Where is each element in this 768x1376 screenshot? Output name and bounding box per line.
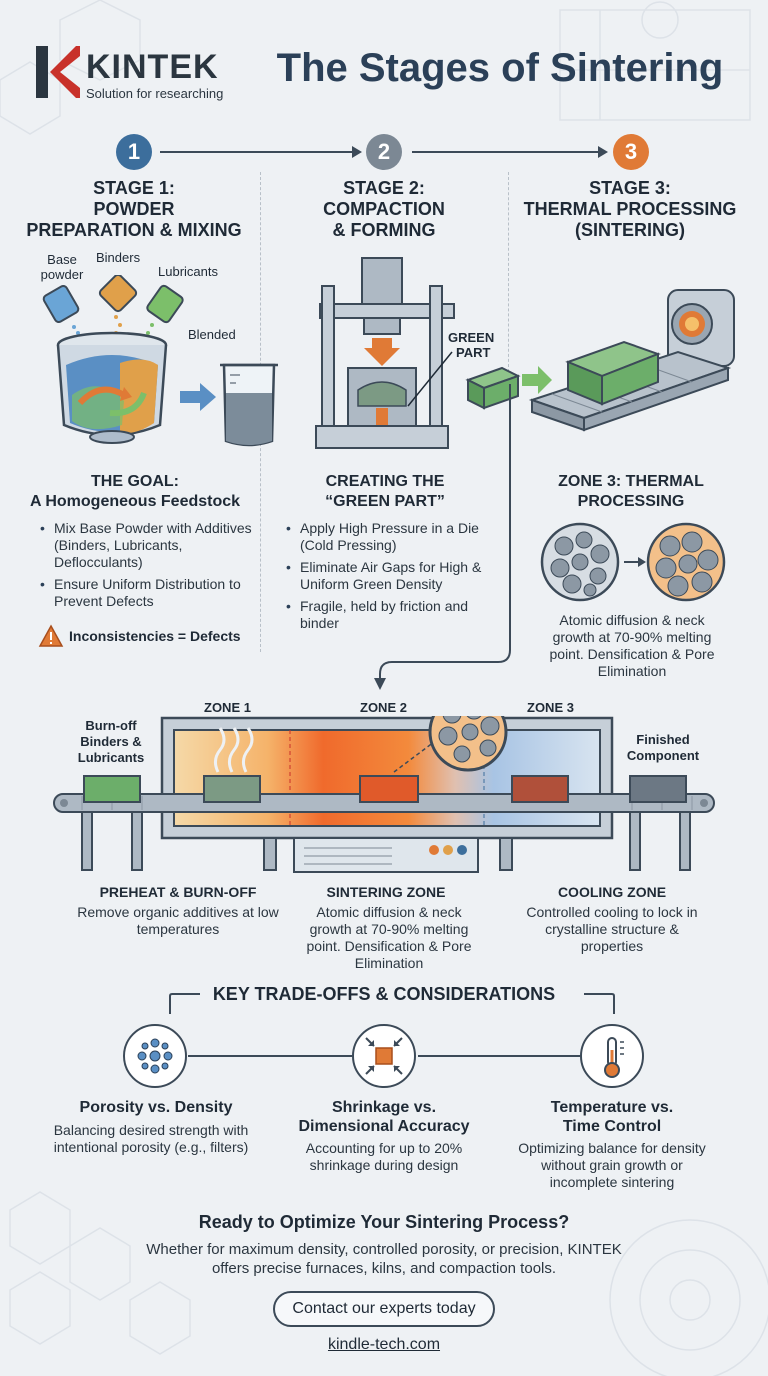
stage-3-badge: 3 [613, 134, 649, 170]
warning-text: Inconsistencies = Defects [69, 628, 241, 644]
tradeoff-3-desc: Optimizing balance for density without g… [518, 1140, 706, 1190]
sintering-furnace-illustration [53, 716, 715, 873]
section-preheat-title: PREHEAT & BURN-OFF [99, 884, 257, 900]
list-item: Ensure Uniform Distribution to Prevent D… [38, 576, 260, 610]
stage-2-bullets: Apply High Pressure in a Die (Cold Press… [284, 520, 504, 637]
page-title: The Stages of Sintering [276, 46, 724, 90]
stage-2-title: STAGE 2: COMPACTION & FORMING [323, 178, 445, 240]
column-divider [508, 172, 509, 372]
tradeoffs-connector [188, 1055, 580, 1057]
website-link[interactable]: kindle-tech.com [327, 1336, 441, 1353]
zone-1-label: ZONE 1 [204, 700, 251, 715]
cta-text: Whether for maximum density, controlled … [146, 1241, 622, 1277]
zone-2-label: ZONE 2 [360, 700, 407, 715]
stage-1-title: STAGE 1: POWDER PREPARATION & MIXING [26, 178, 242, 240]
thermometer-icon [580, 1024, 644, 1088]
logo-text: KINTEK [86, 48, 219, 86]
base-powder-container [42, 284, 80, 324]
press-illustration [315, 257, 552, 449]
process-connector-arrow [374, 384, 511, 690]
stage-1-bullets: Mix Base Powder with Additives (Binders,… [38, 520, 260, 615]
section-sintering-desc: Atomic diffusion & neck growth at 70-90%… [306, 904, 472, 971]
sintering-conveyor-illustration [528, 289, 735, 432]
section-cooling-desc: Controlled cooling to lock in crystallin… [526, 904, 698, 954]
green-part-label: GREEN PART [448, 330, 495, 360]
shrinkage-icon [352, 1024, 416, 1088]
stage-3-title: STAGE 3: THERMAL PROCESSING (SINTERING) [523, 178, 737, 240]
cta-heading: Ready to Optimize Your Sintering Process… [198, 1212, 570, 1232]
zone-3-thermal-title: ZONE 3: THERMAL PROCESSING [558, 473, 704, 510]
tradeoff-1-title: Porosity vs. Density [79, 1099, 233, 1116]
tradeoff-2-title: Shrinkage vs. Dimensional Accuracy [298, 1099, 470, 1135]
section-cooling-title: COOLING ZONE [557, 884, 667, 900]
stage-3-description: Atomic diffusion & neck growth at 70-90%… [549, 612, 715, 679]
label-binders: Binders [96, 250, 141, 265]
tradeoff-1-desc: Balancing desired strength with intentio… [53, 1122, 249, 1155]
label-blended: Blended [188, 327, 236, 342]
kintek-logo-mark [36, 46, 80, 98]
tradeoff-2-desc: Accounting for up to 20% shrinkage durin… [305, 1140, 463, 1173]
tradeoffs-heading-bracket [169, 993, 615, 1014]
tradeoffs-heading: KEY TRADE-OFFS & CONSIDERATIONS [212, 984, 556, 1004]
stage-1-goal-title: THE GOAL: A Homogeneous Feedstock [29, 473, 241, 510]
list-item: Apply High Pressure in a Die (Cold Press… [284, 520, 504, 554]
zone-3-label: ZONE 3 [527, 700, 574, 715]
stage-flow-arrows [160, 146, 608, 158]
list-item: Eliminate Air Gaps for High & Uniform Gr… [284, 559, 504, 593]
stage-2-badge: 2 [366, 134, 402, 170]
stage-1-badge: 1 [116, 134, 152, 170]
burn-off-label: Burn-off Binders & Lubricants [77, 718, 145, 765]
stage-2-goal-title: CREATING THE “GREEN PART” [325, 473, 445, 510]
porosity-icon [123, 1024, 187, 1088]
section-sintering-title: SINTERING ZONE [326, 884, 446, 900]
label-lubricants: Lubricants [158, 264, 218, 279]
particle-diffusion-diagram [540, 522, 726, 602]
finished-component-label: Finished Component [626, 732, 700, 763]
mixing-illustration [42, 275, 278, 447]
section-preheat-desc: Remove organic additives at low temperat… [77, 904, 279, 937]
logo-tagline: Solution for researching [86, 86, 224, 101]
list-item: Fragile, held by friction and binder [284, 598, 504, 632]
contact-experts-button[interactable]: Contact our experts today [273, 1291, 495, 1327]
kintek-logo[interactable]: KINTEK Solution for researching [36, 44, 236, 104]
list-item: Mix Base Powder with Additives (Binders,… [38, 520, 260, 571]
tradeoff-3-title: Temperature vs. Time Control [550, 1099, 674, 1135]
warning-icon [38, 624, 64, 647]
label-base-powder: Base powder [40, 252, 84, 282]
